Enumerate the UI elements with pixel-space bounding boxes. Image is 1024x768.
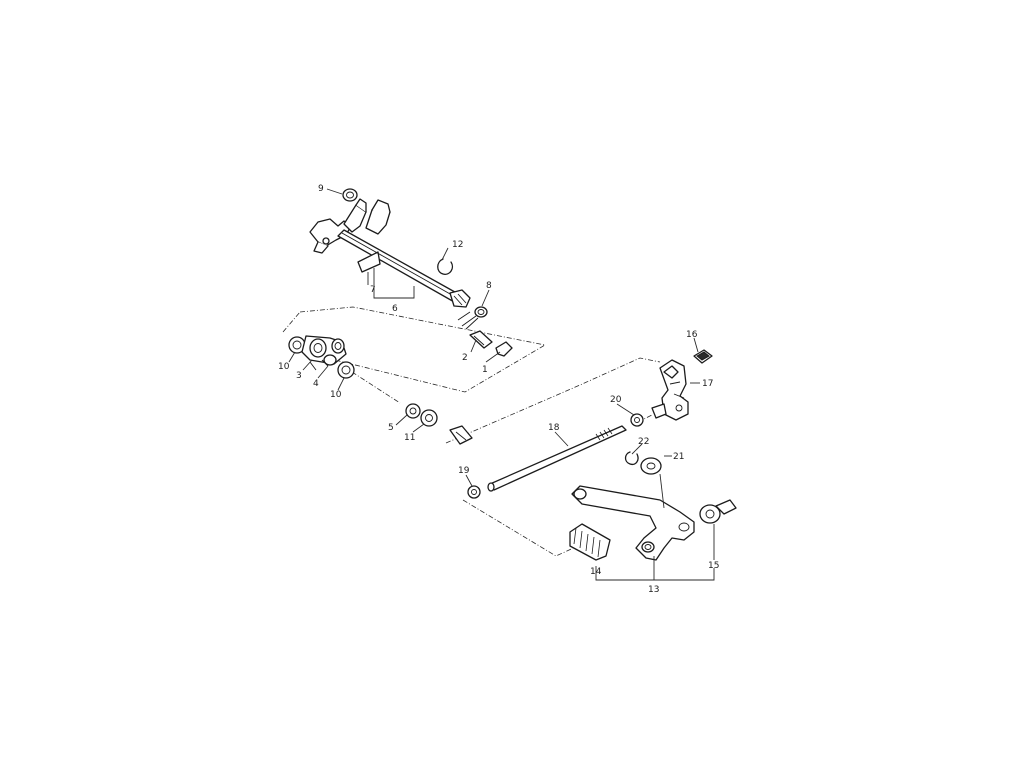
part-19-boot — [467, 485, 481, 499]
shift-shaft-end — [449, 425, 473, 445]
callout-18: 18 — [548, 423, 560, 433]
callout-13: 13 — [648, 585, 659, 595]
callout-2: 2 — [462, 353, 468, 363]
part-5-washer — [405, 403, 421, 419]
callout-14: 14 — [590, 567, 602, 577]
part-9-circlip — [342, 188, 358, 202]
part-11-washer — [420, 409, 438, 427]
part-14-pedal-rubber — [569, 523, 611, 561]
part-8-spring — [457, 306, 488, 330]
part-12-circlip — [437, 258, 454, 275]
shift-fork-assembly — [309, 198, 471, 308]
part-15-rod-end — [699, 499, 737, 524]
callout-numbers: 1 2 3 4 5 6 7 8 9 10 10 11 12 13 14 15 1… — [278, 184, 719, 595]
part-18-shift-rod — [487, 425, 627, 492]
leader-lines — [288, 188, 715, 560]
callout-10b: 10 — [330, 390, 342, 400]
part-16-bolt — [693, 349, 713, 364]
part-2-bolt — [469, 330, 493, 349]
callout-21: 21 — [673, 452, 684, 462]
brackets — [367, 268, 715, 581]
callout-11: 11 — [404, 433, 415, 443]
part-1-stopper — [495, 341, 513, 357]
callout-15: 15 — [708, 561, 719, 571]
callout-16: 16 — [686, 330, 698, 340]
part-20-boot — [630, 413, 644, 427]
callout-1: 1 — [482, 365, 488, 375]
shift-drum-left-cluster — [288, 335, 355, 379]
callout-3: 3 — [296, 371, 302, 381]
part-17-shift-arm — [651, 359, 689, 421]
callout-20: 20 — [610, 395, 622, 405]
callout-17: 17 — [702, 379, 713, 389]
callout-7: 7 — [370, 285, 376, 295]
part-22-circlip — [624, 451, 639, 466]
callout-12: 12 — [452, 240, 463, 250]
callout-8: 8 — [486, 281, 492, 291]
callout-22: 22 — [638, 437, 649, 447]
callout-4: 4 — [313, 379, 319, 389]
part-21-washer — [640, 457, 662, 475]
callout-5: 5 — [388, 423, 394, 433]
callout-19: 19 — [458, 466, 470, 476]
callout-6: 6 — [392, 304, 398, 314]
callout-10a: 10 — [278, 362, 290, 372]
callout-9: 9 — [318, 184, 324, 194]
